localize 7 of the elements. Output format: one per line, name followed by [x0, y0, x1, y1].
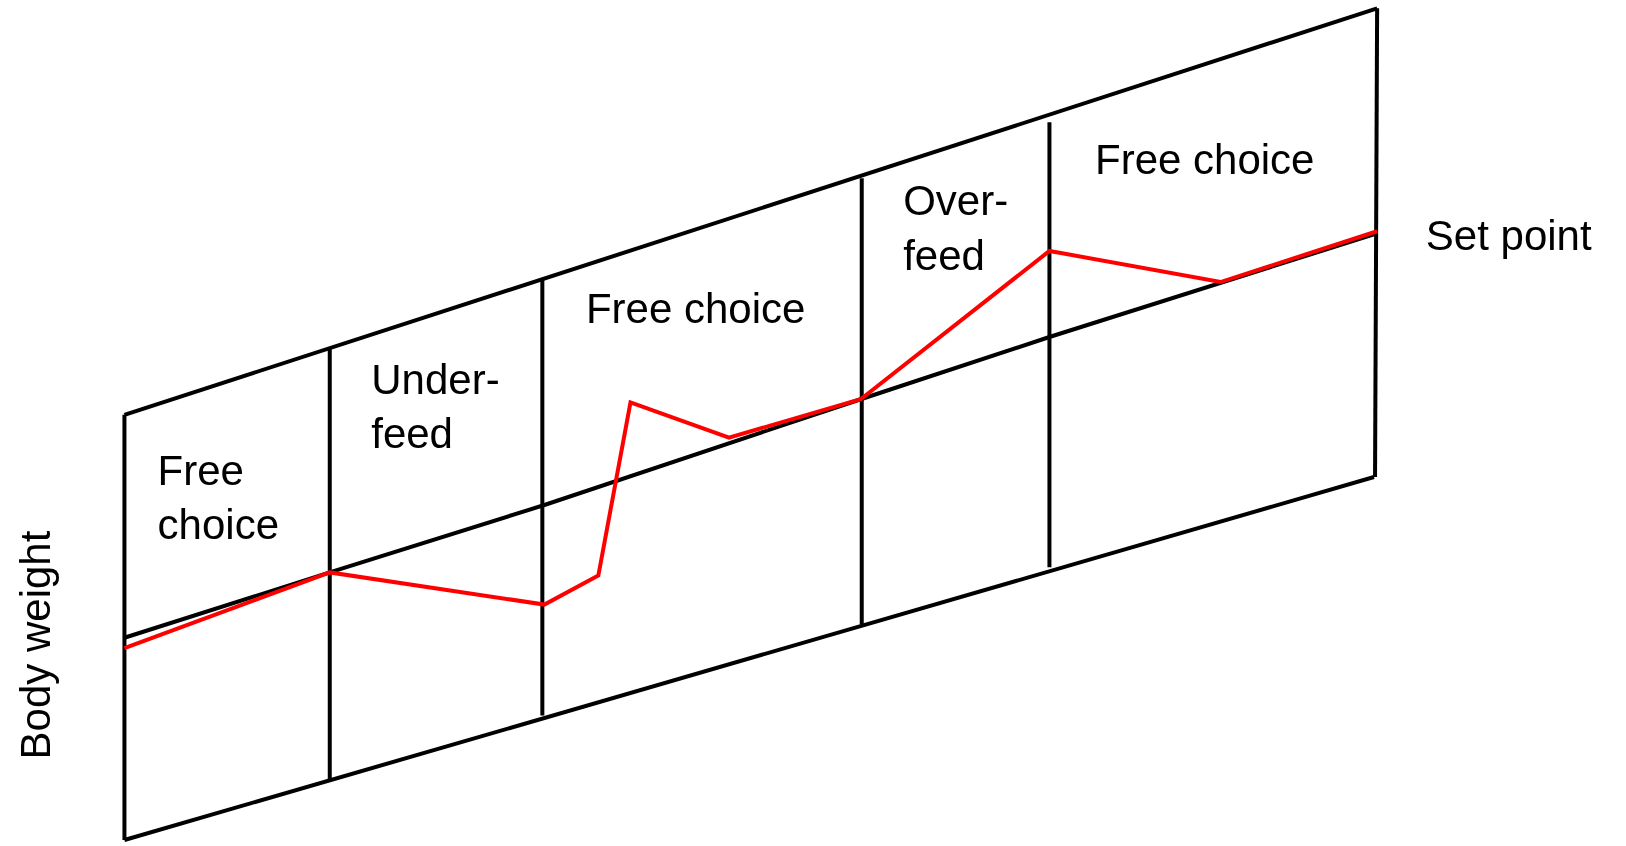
axis-label: Body weight: [11, 529, 60, 762]
text-label: Free choice: [157, 445, 280, 551]
text-label: Free choice: [585, 284, 807, 335]
text-label: Set point: [1425, 211, 1593, 262]
text-label: Free choice: [1095, 134, 1316, 185]
text-label: Under- feed: [371, 354, 501, 460]
text-label: Over- feed: [903, 176, 1010, 281]
